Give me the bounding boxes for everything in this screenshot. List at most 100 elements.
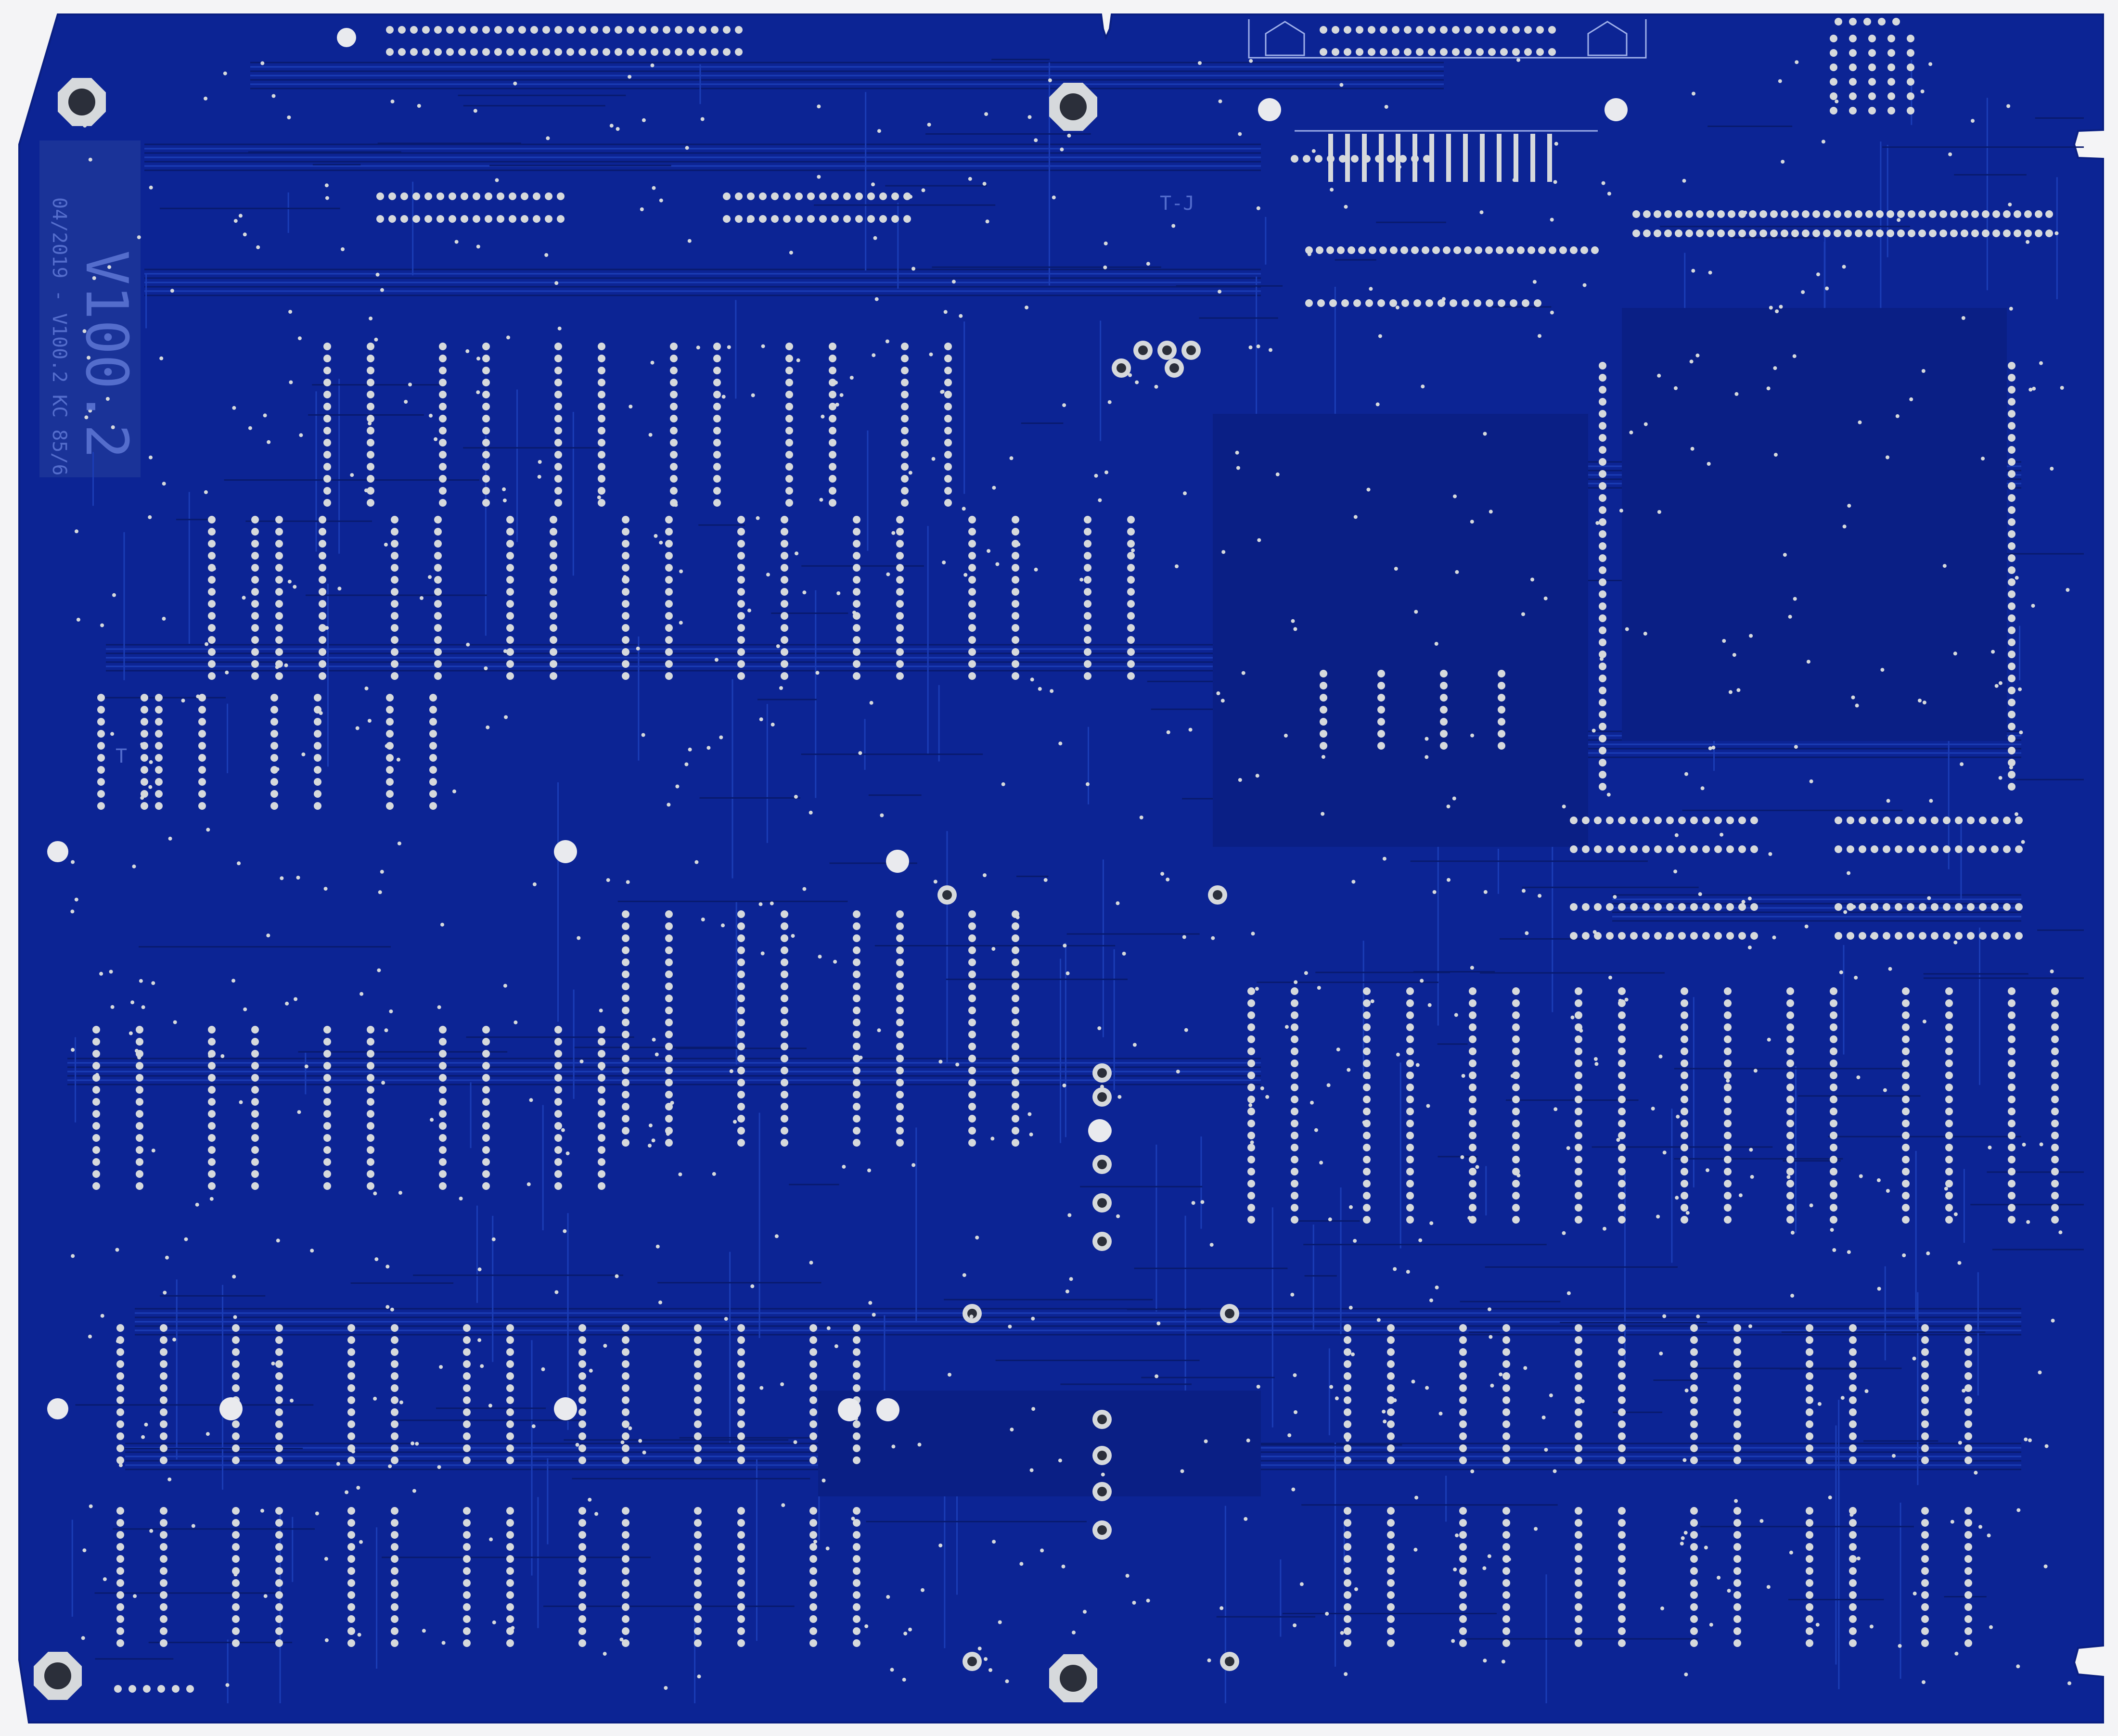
via <box>921 1588 924 1592</box>
pad <box>275 1543 283 1551</box>
pad <box>622 1531 629 1539</box>
via <box>276 1238 280 1243</box>
pad <box>391 540 398 548</box>
pad <box>160 1384 167 1392</box>
pad <box>367 1146 374 1154</box>
pad <box>92 1098 100 1106</box>
pad <box>208 1098 216 1106</box>
pad <box>1512 26 1520 34</box>
via <box>243 1007 247 1011</box>
pad <box>1859 817 1866 824</box>
pad <box>622 958 629 966</box>
pad <box>391 1639 398 1647</box>
pad <box>694 1627 702 1635</box>
pad <box>1387 1579 1395 1587</box>
via <box>1425 755 1429 759</box>
pad <box>386 48 394 56</box>
pad <box>482 355 490 362</box>
pad <box>208 588 216 596</box>
via <box>1235 450 1239 455</box>
pad <box>1733 1408 1741 1416</box>
pad <box>1654 817 1662 824</box>
pad <box>1921 1543 1929 1551</box>
pad <box>737 958 745 966</box>
via <box>1406 1270 1410 1274</box>
via <box>459 1197 463 1200</box>
via <box>770 901 774 906</box>
pad <box>1618 1336 1626 1344</box>
via <box>1256 344 1260 348</box>
pad <box>598 1098 605 1106</box>
pad <box>270 754 278 762</box>
via <box>1125 1574 1130 1578</box>
via <box>1487 1554 1491 1558</box>
pad <box>97 706 105 714</box>
pad <box>853 660 860 668</box>
pad <box>1950 210 1958 218</box>
pad <box>376 192 384 200</box>
pad <box>578 1384 586 1392</box>
pad <box>896 588 904 596</box>
via <box>275 767 280 771</box>
pad <box>554 1170 562 1178</box>
via <box>417 104 421 108</box>
via <box>373 1396 377 1401</box>
pad <box>1738 932 1746 940</box>
via <box>440 922 444 927</box>
pad <box>1012 672 1019 680</box>
pad <box>1440 682 1448 689</box>
pad <box>944 403 952 410</box>
pad <box>1363 1156 1371 1163</box>
pad <box>1387 1543 1395 1551</box>
via <box>1835 99 1839 103</box>
via <box>1132 1601 1136 1605</box>
pad <box>1344 1567 1351 1575</box>
pad <box>367 451 374 459</box>
via <box>1743 210 1747 215</box>
pad <box>1575 1324 1582 1332</box>
pad <box>1642 932 1650 940</box>
pad <box>367 379 374 386</box>
pad <box>2008 1156 2015 1163</box>
pad <box>1964 1543 1972 1551</box>
pad <box>1724 1156 1732 1163</box>
pad <box>1512 999 1520 1007</box>
pad <box>781 1079 788 1086</box>
pad <box>1127 576 1135 584</box>
via <box>623 1142 627 1147</box>
pad <box>1506 246 1514 254</box>
pad <box>1406 1132 1414 1139</box>
pad <box>1575 1035 1582 1043</box>
pad <box>1363 1035 1371 1043</box>
via <box>877 129 881 133</box>
pad <box>2008 1180 2015 1187</box>
pad <box>1459 1507 1467 1515</box>
via <box>1779 305 1783 309</box>
pad <box>1440 706 1448 714</box>
pad <box>737 564 745 572</box>
pad <box>1012 636 1019 644</box>
pad <box>853 516 860 523</box>
pad <box>1320 718 1327 726</box>
via <box>1438 1411 1443 1416</box>
pad <box>1012 922 1019 930</box>
via <box>165 1255 169 1260</box>
via <box>1369 287 1373 291</box>
pad <box>1575 1456 1582 1464</box>
pad <box>1582 845 1590 853</box>
pad <box>506 1432 514 1440</box>
pad <box>1084 660 1091 668</box>
pad <box>155 730 163 738</box>
pad <box>2008 1132 2015 1139</box>
via <box>280 876 284 881</box>
pad <box>944 343 952 350</box>
pad <box>2015 903 2023 911</box>
via <box>864 1624 869 1628</box>
pad <box>323 367 331 374</box>
pad <box>1406 1144 1414 1151</box>
via <box>1383 1419 1387 1424</box>
via-hole <box>1117 363 1126 373</box>
pad <box>896 970 904 978</box>
pad <box>1728 230 1735 237</box>
pad <box>1387 1408 1395 1416</box>
